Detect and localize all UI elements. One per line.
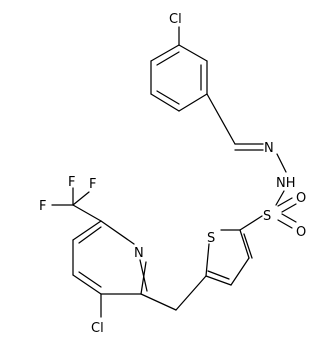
bond: [277, 219, 293, 229]
bond: [178, 93, 208, 112]
bond: [72, 220, 102, 241]
bond: [156, 90, 180, 105]
atom-label-cl-top: Cl: [169, 12, 182, 27]
bond: [78, 271, 102, 288]
atom-label-s-thiophene: S: [207, 231, 215, 246]
atom-label-o-lower: O: [296, 225, 306, 240]
bond: [281, 203, 297, 213]
atom-label-f-right: F: [89, 177, 96, 192]
atom-label-o-upper: O: [296, 191, 306, 206]
atom-label-cl-bottom: Cl: [91, 321, 104, 336]
bond: [206, 93, 236, 145]
bond: [175, 275, 207, 311]
bond: [239, 215, 263, 231]
bond: [140, 293, 177, 311]
bond: [156, 51, 180, 66]
bond: [78, 226, 102, 244]
bond: [239, 229, 250, 259]
bond: [178, 44, 208, 62]
atom-label-f-top: F: [68, 175, 75, 190]
bond: [72, 274, 102, 295]
bonds: [51, 26, 297, 318]
atom-label-nh: NH: [276, 176, 296, 191]
bond: [230, 257, 250, 286]
bond: [243, 233, 253, 259]
bond: [150, 93, 180, 112]
atom-label-s-sulfonyl: S: [263, 209, 271, 224]
bond: [207, 270, 230, 280]
bond: [139, 259, 148, 292]
bond: [281, 213, 297, 223]
bond: [205, 275, 232, 286]
atom-label-n-pyridine: N: [134, 246, 144, 261]
atom-labels: Cl N NH S O O S N Cl F F F: [39, 12, 306, 336]
atom-label-f-left: F: [39, 199, 46, 214]
atom-label-n-imine: N: [264, 141, 274, 156]
bond: [100, 220, 135, 245]
bond: [276, 153, 287, 173]
bond: [277, 197, 293, 207]
bond: [150, 44, 180, 62]
bond: [275, 190, 285, 206]
bond: [72, 204, 102, 222]
bond: [205, 243, 210, 277]
bond: [72, 191, 90, 206]
